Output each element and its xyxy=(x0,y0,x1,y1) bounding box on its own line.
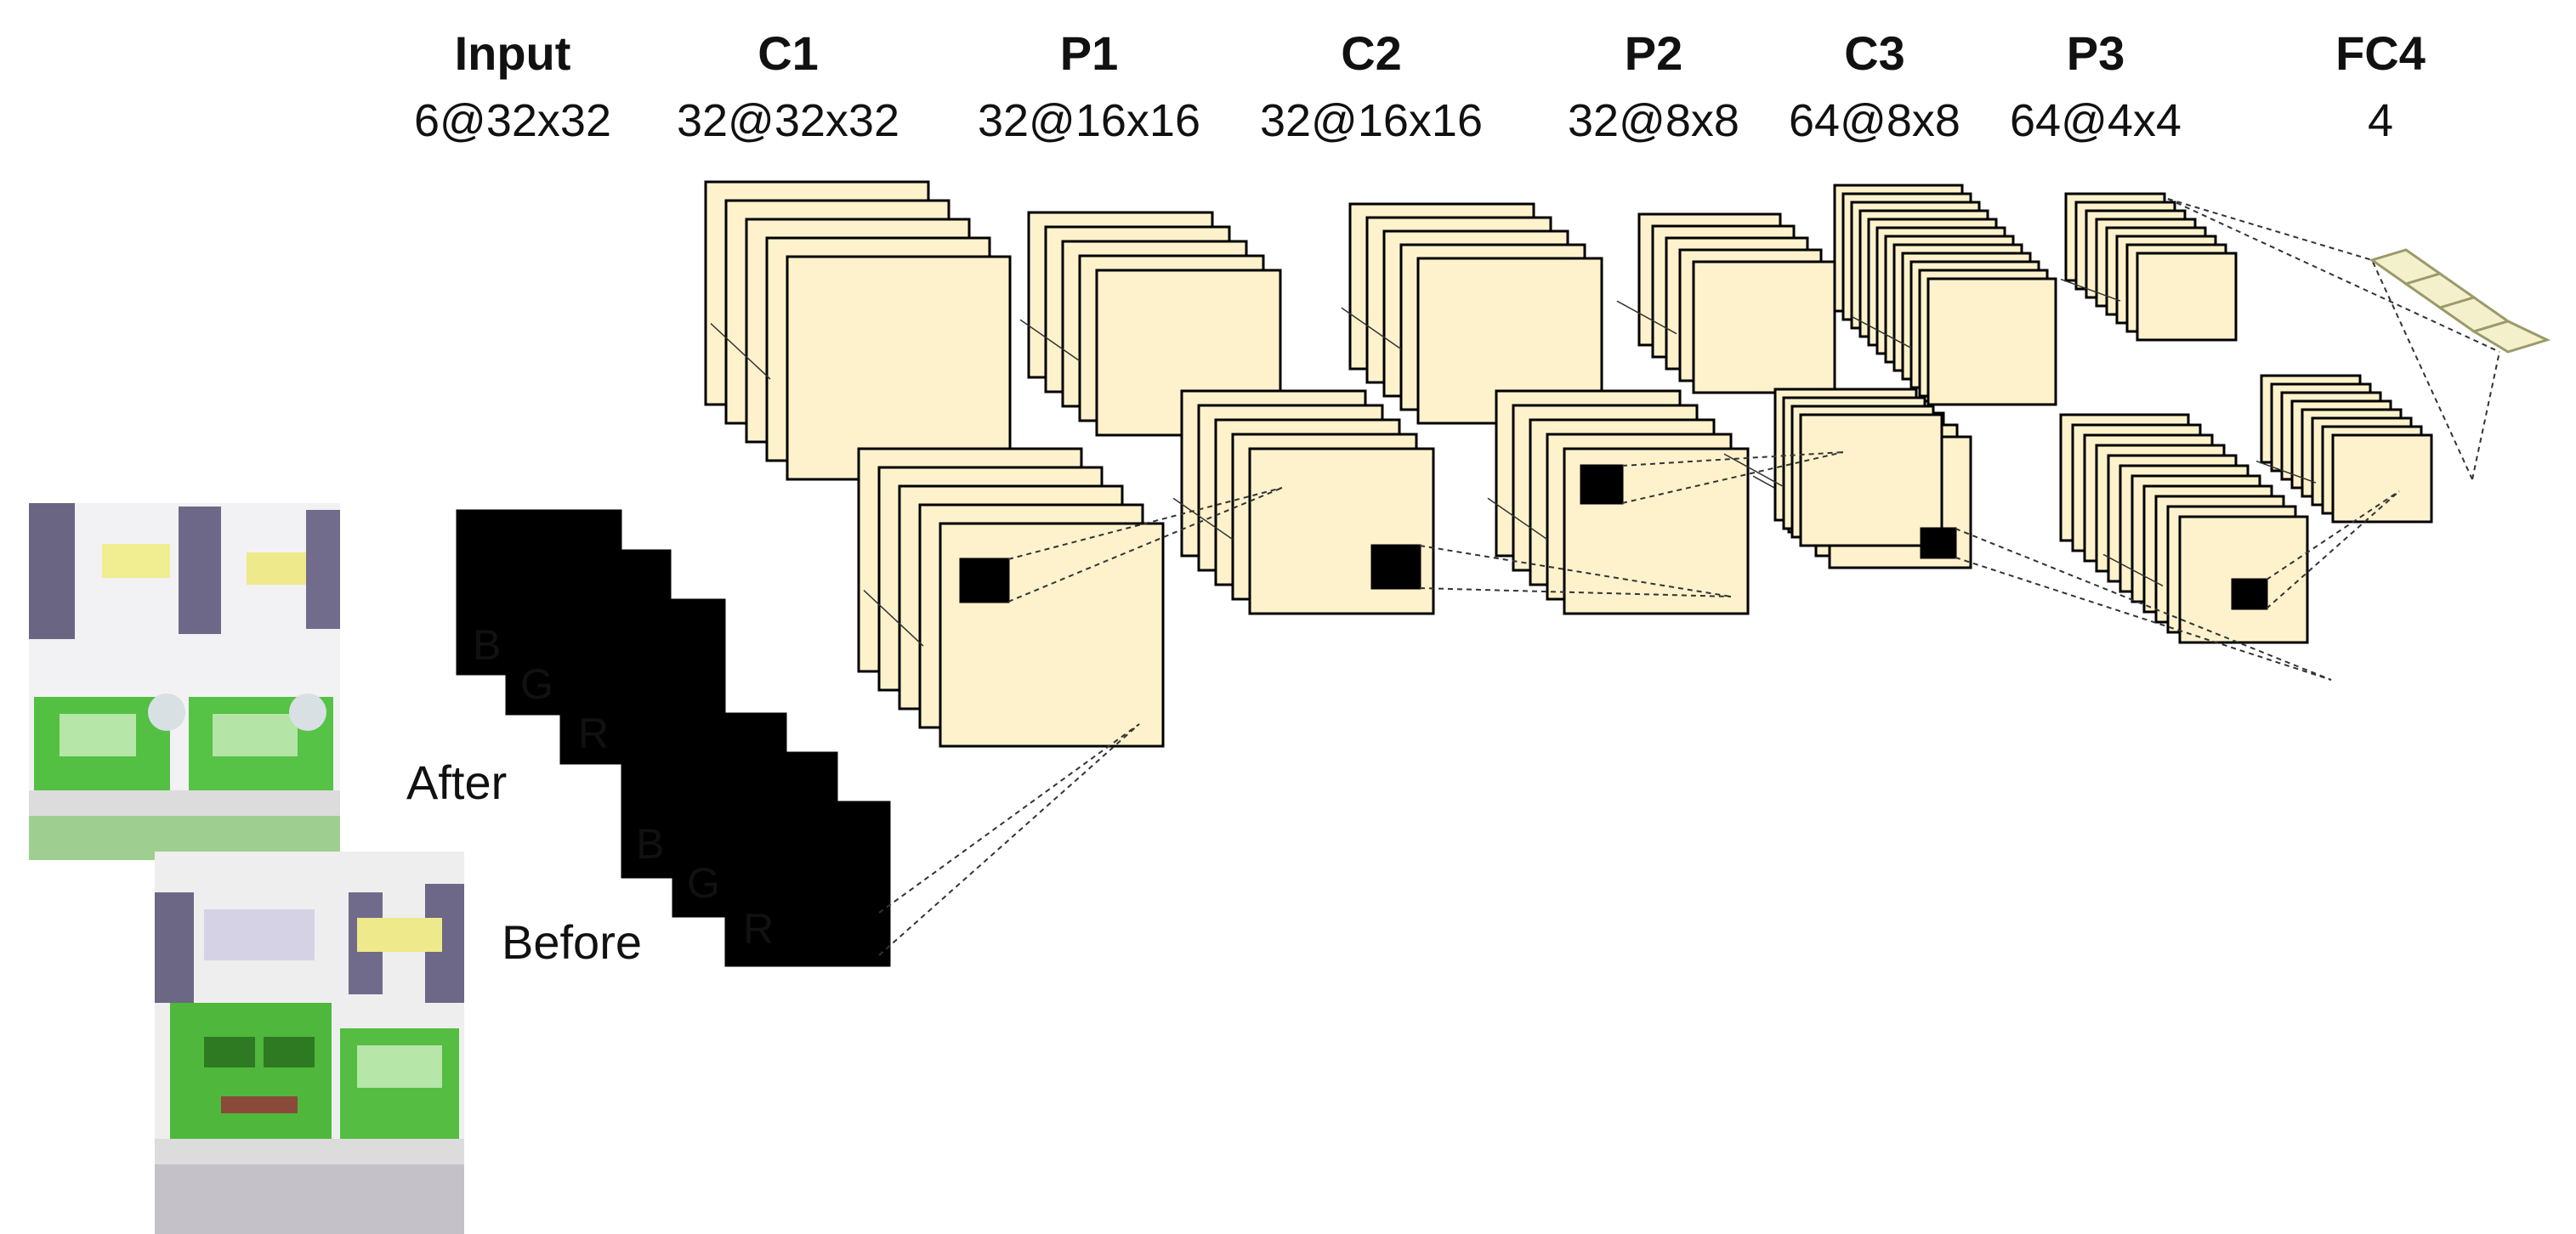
p1-kernel xyxy=(1370,544,1421,590)
p2-kernel xyxy=(1920,527,1957,559)
layer-title-p3: P3 xyxy=(2067,26,2125,80)
layer-title-p1: P1 xyxy=(1060,26,1119,80)
layer-dims-p1: 32@16x16 xyxy=(978,95,1200,146)
after-thumbnail-image xyxy=(29,503,340,860)
c1-before-stack xyxy=(857,447,1165,748)
fc4-cell-4 xyxy=(2471,320,2551,354)
c1-kernel xyxy=(959,558,1010,603)
c3-after-stack-map-12 xyxy=(1926,277,2057,406)
fc4-output-cells xyxy=(2369,248,2551,354)
layer-title-c1: C1 xyxy=(757,26,819,80)
p3-after-stack xyxy=(2060,192,2238,342)
channel-label-before-r: R xyxy=(743,905,774,953)
layer-title-fc4: FC4 xyxy=(2335,26,2426,80)
c2-after-stack xyxy=(1341,202,1603,425)
c3-after-stack xyxy=(1833,184,2057,406)
c3-before-stack-inner-line xyxy=(1723,453,1784,488)
p3-mid-stack-map-8 xyxy=(2331,433,2433,524)
layer-dims-p3: 64@4x4 xyxy=(2010,95,2182,146)
p3-before-stack xyxy=(2059,413,2309,644)
before-thumbnail-image xyxy=(155,852,464,1234)
channel-label-before-b: B xyxy=(636,820,664,868)
layer-title-p2: P2 xyxy=(1625,26,1683,80)
layer-title-c3: C3 xyxy=(1844,26,1905,80)
layer-title-input: Input xyxy=(455,26,571,80)
c2-before-stack-inner-line xyxy=(1487,497,1548,541)
c3-before-stack-map-4 xyxy=(1799,413,1943,547)
layer-dims-fc4: 4 xyxy=(2368,95,2393,146)
c2-kernel xyxy=(1580,464,1624,505)
p2-after-stack-inner-line xyxy=(1616,300,1677,335)
layer-dims-input: 6@32x32 xyxy=(414,95,611,146)
channel-label-after-g: G xyxy=(520,660,553,708)
c1-after-stack-map-5 xyxy=(786,255,1012,481)
p2-after-stack-map-5 xyxy=(1692,260,1836,394)
channel-label-after-r: R xyxy=(578,710,609,757)
p3-mid-stack-inner-line xyxy=(2255,460,2317,484)
c3-before-stack xyxy=(1723,388,1943,547)
layer-dims-p2: 32@8x8 xyxy=(1568,95,1739,146)
p3-after-stack-map-8 xyxy=(2136,252,2238,342)
p3-after-stack-inner-line xyxy=(2060,278,2121,302)
layer-dims-c2: 32@16x16 xyxy=(1260,95,1483,146)
input-stack-before: B G R xyxy=(621,712,891,967)
layer-headers: Input 6@32x32 C1 32@32x32 P1 32@16x16 C2… xyxy=(414,26,2426,146)
layer-dims-c3: 64@8x8 xyxy=(1789,95,1960,146)
p1-after-stack-inner-line xyxy=(1019,319,1081,362)
c2-after-stack-inner-line xyxy=(1341,307,1402,350)
layer-title-c2: C2 xyxy=(1341,26,1402,80)
c1-after-stack xyxy=(704,180,1012,481)
input-kernel xyxy=(830,911,881,957)
c1-before-stack-map-5 xyxy=(939,522,1165,748)
input-stack-after: B G R xyxy=(456,509,726,765)
before-label: Before xyxy=(502,915,642,969)
layer-dims-c1: 32@32x32 xyxy=(677,95,899,146)
feature-map-stacks xyxy=(704,180,2433,748)
channel-label-before-g: G xyxy=(687,859,720,907)
p1-before-stack-inner-line xyxy=(1172,497,1234,541)
c3-kernel xyxy=(2231,578,2268,610)
c1-before-stack-inner-line xyxy=(863,590,924,647)
after-label: After xyxy=(406,756,507,809)
p3-before-stack-inner-line xyxy=(2102,553,2164,587)
p2-after-stack xyxy=(1616,212,1836,394)
channel-label-after-b: B xyxy=(473,621,501,669)
c1-after-stack-inner-line xyxy=(710,323,771,380)
p3-mid-stack xyxy=(2255,374,2433,524)
c3-after-stack-inner-line xyxy=(1851,315,1912,349)
kernels xyxy=(959,464,2268,610)
connection-lines xyxy=(878,198,2500,956)
